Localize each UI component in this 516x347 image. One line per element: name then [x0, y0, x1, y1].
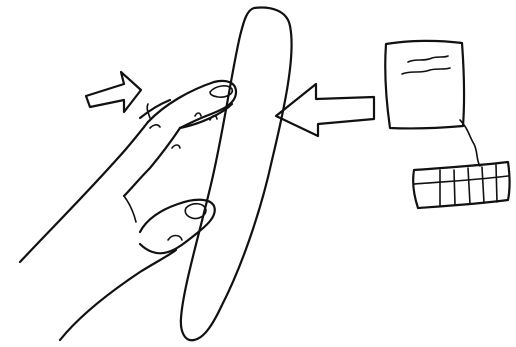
- outline-arrow-right-icon: [86, 72, 141, 112]
- keyboard-icon: [413, 162, 509, 208]
- monitor-icon: [385, 41, 480, 166]
- plate-object: [181, 8, 292, 341]
- outline-arrow-left-icon: [276, 84, 374, 136]
